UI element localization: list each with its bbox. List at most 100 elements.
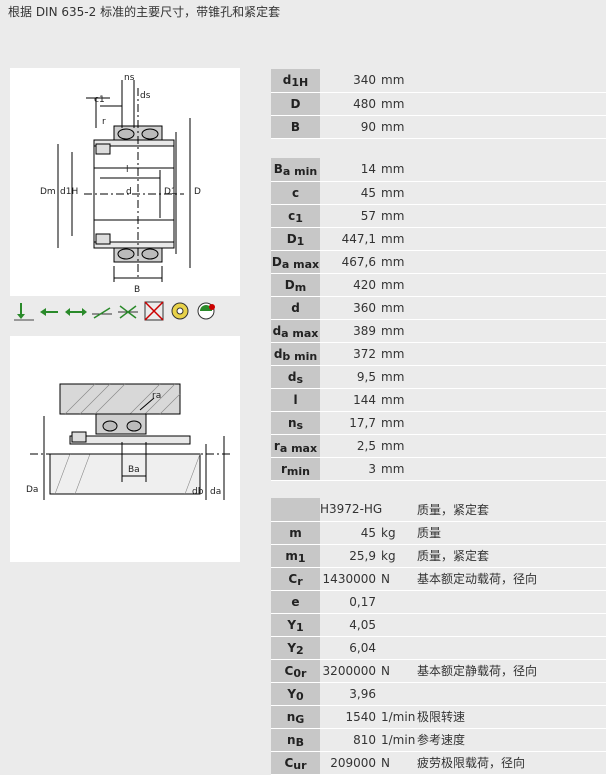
symbol-cell: [271, 498, 320, 522]
label-Dm: Dm: [40, 187, 56, 197]
value-cell: 209000: [320, 751, 378, 775]
label-da: da: [210, 487, 221, 497]
label-ns: ns: [124, 73, 135, 83]
value-cell: 144: [320, 388, 378, 412]
symbol-cell: nG: [271, 705, 320, 729]
page-title: 根据 DIN 635-2 标准的主要尺寸，带锥孔和紧定套: [8, 5, 281, 19]
label-l: l: [126, 165, 129, 175]
symbol-cell: rmin: [271, 457, 320, 481]
value-cell: 1430000: [320, 567, 378, 591]
unit-cell: mm: [378, 92, 413, 116]
unit-cell: kg: [378, 544, 413, 568]
symbol-cell: d1H: [271, 69, 320, 93]
symbol-cell: Dm: [271, 273, 320, 297]
description-cell: 质量: [413, 521, 606, 545]
symbol-cell: ra max: [271, 434, 320, 458]
symbol-cell: Cur: [271, 751, 320, 775]
symbol-cell: c: [271, 181, 320, 205]
angle-misalignment-2-icon: [118, 305, 138, 319]
description-cell: 参考速度: [413, 728, 606, 752]
symbol-cell: da max: [271, 319, 320, 343]
value-cell: 2,5: [320, 434, 378, 458]
description-cell: [413, 365, 606, 389]
description-cell: [413, 92, 606, 116]
unit-cell: kg: [378, 521, 413, 545]
label-Da: Da: [26, 485, 38, 495]
unit-cell: 1/min: [378, 705, 415, 729]
value-cell: 447,1: [320, 227, 378, 251]
value-cell: 480: [320, 92, 378, 116]
value-cell: 4,05: [320, 613, 378, 637]
value-cell: 6,04: [320, 636, 378, 660]
unit-cell: [378, 613, 413, 637]
lubrication-icon: [171, 302, 189, 320]
value-cell: 3: [320, 457, 378, 481]
unit-cell: mm: [378, 250, 413, 274]
label-D: D: [194, 187, 201, 197]
axial-load-left-icon: [40, 308, 58, 316]
label-B: B: [134, 285, 140, 295]
value-cell: 9,5: [320, 365, 378, 389]
description-cell: [413, 273, 606, 297]
symbol-cell: l: [271, 388, 320, 412]
description-cell: 基本额定静载荷，径向: [413, 659, 606, 683]
label-c1: c1: [94, 95, 105, 105]
symbol-cell: D: [271, 92, 320, 116]
description-cell: [413, 388, 606, 412]
description-cell: [413, 682, 606, 706]
description-cell: [413, 115, 606, 139]
value-cell: H3972-HG: [320, 498, 382, 522]
description-cell: 质量，紧定套: [413, 498, 606, 522]
table-row: H3972-HG 质量，紧定套: [271, 498, 606, 522]
value-cell: 90: [320, 115, 378, 139]
description-cell: [413, 342, 606, 366]
feature-icons-row: [12, 300, 218, 322]
symbol-cell: ds: [271, 365, 320, 389]
label-db: db: [192, 487, 204, 497]
label-ds: ds: [140, 91, 151, 101]
value-cell: 14: [320, 158, 378, 182]
label-D1: D1: [164, 187, 177, 197]
unit-cell: 1/min: [378, 728, 415, 752]
value-cell: 360: [320, 296, 378, 320]
value-cell: 340: [320, 69, 378, 93]
unit-cell: N: [378, 751, 413, 775]
unit-cell: N: [378, 659, 413, 683]
symbol-cell: Y0: [271, 682, 320, 706]
label-d1H: d1H: [60, 187, 78, 197]
value-cell: 45: [320, 521, 378, 545]
value-cell: 25,9: [320, 544, 378, 568]
value-cell: 3,96: [320, 682, 378, 706]
symbol-cell: c1: [271, 204, 320, 228]
value-cell: 57: [320, 204, 378, 228]
label-ra: ra: [152, 391, 161, 401]
description-cell: 极限转速: [413, 705, 606, 729]
axial-load-both-icon: [65, 308, 87, 316]
label-Ba: Ba: [128, 465, 140, 475]
unit-cell: [378, 590, 413, 614]
angle-misalignment-icon: [92, 307, 112, 319]
value-cell: 45: [320, 181, 378, 205]
symbol-cell: m1: [271, 544, 320, 568]
mounting-dimension-drawing: ra Ba Da db da: [10, 336, 240, 562]
unit-cell: mm: [378, 319, 413, 343]
